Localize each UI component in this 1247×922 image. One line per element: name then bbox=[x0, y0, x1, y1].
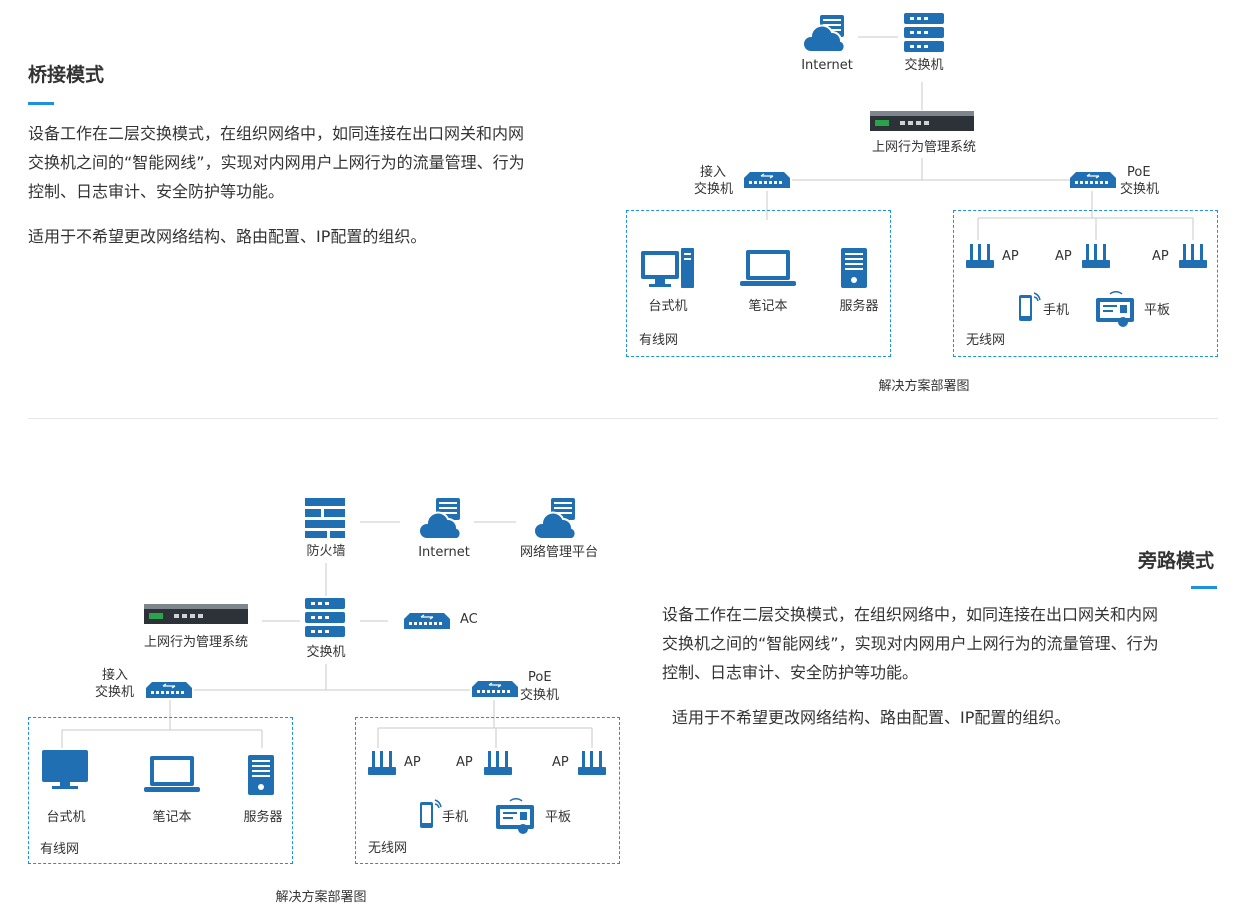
poe-switch-label-2: 交换机 bbox=[520, 688, 560, 703]
ap-label: AP bbox=[1152, 249, 1169, 264]
firewall-label: 防火墙 bbox=[306, 544, 346, 559]
desktop-label: 台式机 bbox=[648, 299, 688, 314]
firewall-icon bbox=[305, 498, 345, 542]
tablet-label: 平板 bbox=[1144, 303, 1171, 318]
gateway-label: 上网行为管理系统 bbox=[143, 635, 249, 650]
bypass-desc-line: 控制、日志审计、安全防护等功能。 bbox=[662, 663, 919, 682]
server-icon bbox=[841, 248, 867, 294]
cloud-server-icon bbox=[418, 497, 466, 545]
ap-icon bbox=[966, 242, 994, 274]
server-icon bbox=[248, 755, 274, 801]
ac-controller-icon bbox=[404, 611, 450, 635]
access-switch-icon bbox=[146, 680, 192, 704]
wireless-network-label: 无线网 bbox=[966, 333, 1006, 348]
ap-label: AP bbox=[552, 755, 569, 770]
ap-icon bbox=[484, 749, 512, 781]
gateway-label: 上网行为管理系统 bbox=[871, 140, 977, 155]
core-switch-icon bbox=[904, 13, 944, 57]
bypass-desc-line: 设备工作在二层交换模式，在组织网络中，如同连接在出口网关和内网 bbox=[662, 605, 1159, 624]
tablet-label: 平板 bbox=[545, 810, 572, 825]
access-switch-icon bbox=[744, 170, 790, 194]
poe-switch-label-1: PoE bbox=[528, 670, 552, 685]
server-label: 服务器 bbox=[243, 810, 283, 825]
ap-label: AP bbox=[456, 755, 473, 770]
laptop-icon bbox=[144, 756, 200, 798]
ac-label: AC bbox=[460, 612, 478, 627]
gateway-appliance-icon bbox=[870, 111, 974, 137]
ap-icon bbox=[1082, 242, 1110, 274]
access-switch-label-1: 接入 bbox=[102, 668, 129, 683]
cloud-management-icon bbox=[533, 497, 581, 545]
bridge-title-accent bbox=[28, 102, 54, 105]
ap-label: AP bbox=[1055, 249, 1072, 264]
gateway-appliance-icon bbox=[144, 604, 248, 630]
internet-label: Internet bbox=[801, 58, 853, 73]
bypass-title-accent bbox=[1191, 586, 1217, 589]
desktop-icon bbox=[42, 750, 88, 794]
core-switch-label: 交换机 bbox=[306, 645, 346, 660]
poe-switch-icon bbox=[472, 679, 518, 703]
tablet-icon bbox=[496, 797, 538, 839]
bypass-description: 设备工作在二层交换模式，在组织网络中，如同连接在出口网关和内网 交换机之间的“智… bbox=[662, 600, 1159, 687]
bypass-desc-line: 交换机之间的“智能网线”，实现对内网用户上网行为的流量管理、行为 bbox=[662, 634, 1159, 653]
cloud-server-icon bbox=[802, 14, 851, 58]
laptop-label: 笔记本 bbox=[748, 299, 788, 314]
internet-label: Internet bbox=[418, 545, 470, 560]
bypass-wired-network-box bbox=[28, 717, 293, 864]
laptop-icon bbox=[740, 250, 796, 292]
ap-icon bbox=[1179, 242, 1207, 274]
desktop-icon bbox=[641, 248, 695, 294]
desktop-label: 台式机 bbox=[46, 810, 86, 825]
wired-network-label: 有线网 bbox=[40, 842, 80, 857]
bypass-wireless-network-box bbox=[355, 717, 620, 864]
phone-label: 手机 bbox=[442, 810, 469, 825]
ap-icon bbox=[368, 749, 396, 781]
bridge-diagram-caption: 解决方案部署图 bbox=[878, 379, 970, 394]
bridge-title: 桥接模式 bbox=[28, 64, 105, 86]
laptop-label: 笔记本 bbox=[152, 810, 192, 825]
bypass-usage: 适用于不希望更改网络结构、路由配置、IP配置的组织。 bbox=[672, 708, 1071, 727]
access-switch-label-1: 接入 bbox=[700, 165, 727, 180]
tablet-icon bbox=[1096, 290, 1138, 332]
ap-label: AP bbox=[1002, 249, 1019, 264]
nms-label: 网络管理平台 bbox=[519, 545, 599, 560]
poe-switch-label-2: 交换机 bbox=[1120, 182, 1160, 197]
bridge-description: 设备工作在二层交换模式，在组织网络中，如同连接在出口网关和内网 交换机之间的“智… bbox=[28, 119, 525, 206]
access-switch-label-2: 交换机 bbox=[95, 685, 135, 700]
server-label: 服务器 bbox=[839, 299, 879, 314]
bridge-desc-line: 设备工作在二层交换模式，在组织网络中，如同连接在出口网关和内网 bbox=[28, 124, 525, 143]
wireless-network-label: 无线网 bbox=[368, 841, 408, 856]
bridge-wired-network-box bbox=[626, 210, 891, 357]
mobile-phone-icon bbox=[418, 798, 442, 834]
poe-switch-label-1: PoE bbox=[1127, 165, 1151, 180]
bypass-title: 旁路模式 bbox=[1138, 550, 1215, 572]
wired-network-label: 有线网 bbox=[639, 333, 679, 348]
ap-icon bbox=[578, 749, 606, 781]
bridge-usage: 适用于不希望更改网络结构、路由配置、IP配置的组织。 bbox=[28, 227, 427, 246]
phone-label: 手机 bbox=[1043, 303, 1070, 318]
access-switch-label-2: 交换机 bbox=[694, 182, 734, 197]
bridge-desc-line: 交换机之间的“智能网线”，实现对内网用户上网行为的流量管理、行为 bbox=[28, 153, 525, 172]
mobile-phone-icon bbox=[1017, 291, 1041, 327]
bridge-desc-line: 控制、日志审计、安全防护等功能。 bbox=[28, 182, 285, 201]
ap-label: AP bbox=[404, 755, 421, 770]
core-switch-icon bbox=[305, 598, 345, 642]
poe-switch-icon bbox=[1070, 170, 1116, 194]
section-divider bbox=[28, 418, 1218, 419]
core-switch-label: 交换机 bbox=[904, 58, 944, 73]
bridge-wireless-network-box bbox=[953, 210, 1218, 357]
bypass-diagram-caption: 解决方案部署图 bbox=[275, 890, 367, 905]
